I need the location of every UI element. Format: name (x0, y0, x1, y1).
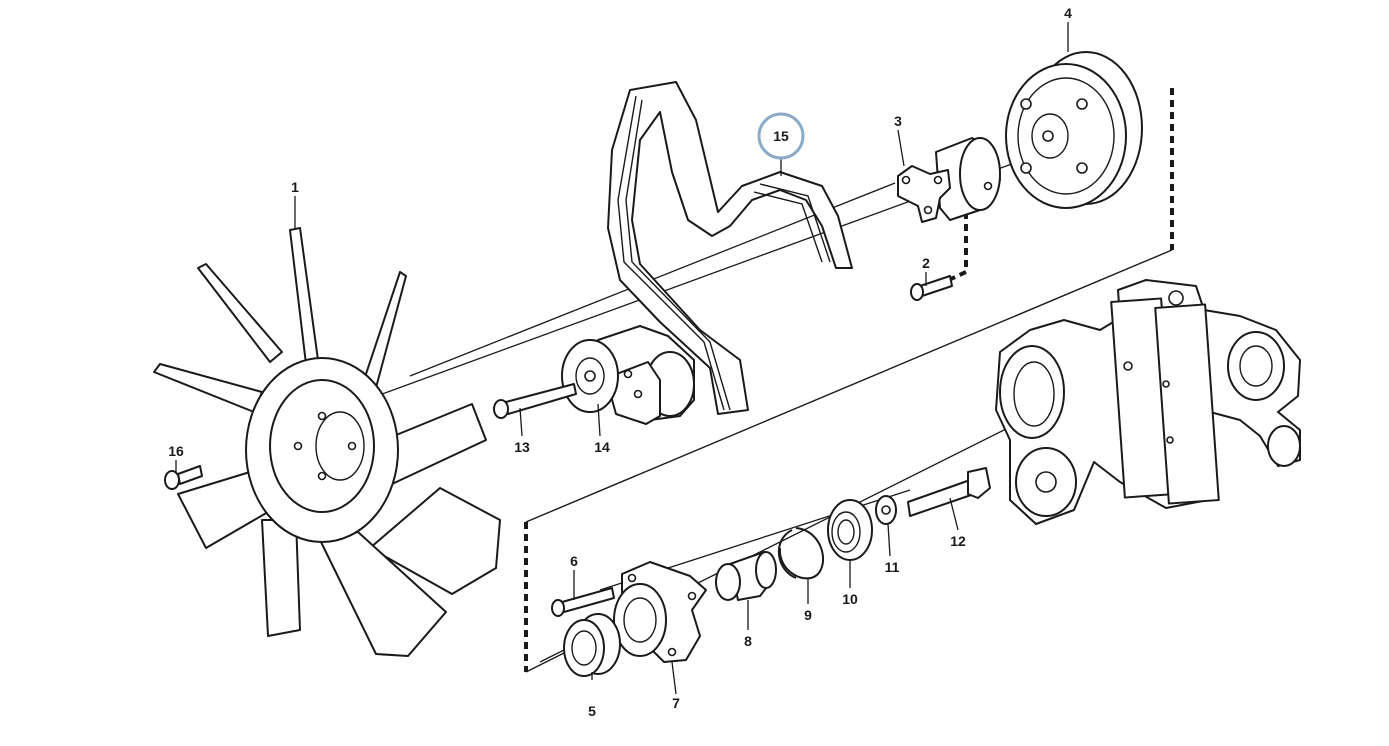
long-bolt (907, 467, 991, 517)
bearing-5 (563, 613, 621, 677)
fan (153, 227, 501, 657)
tensioner-bolt (493, 383, 577, 419)
callout-4: 4 (1064, 5, 1072, 21)
callout-3: 3 (894, 113, 902, 129)
poly-v-belt (607, 81, 853, 415)
water-pump-housing (995, 279, 1301, 525)
washer (875, 495, 897, 525)
callout-14: 14 (594, 439, 610, 455)
crank-pulley (1005, 51, 1143, 209)
callouts: 1 2 3 4 5 6 7 8 9 10 11 12 13 14 15 16 (168, 5, 1072, 719)
callout-9: 9 (804, 607, 812, 623)
bearing-10 (827, 499, 873, 561)
callout-1: 1 (291, 179, 299, 195)
callout-10: 10 (842, 591, 858, 607)
spacer (715, 551, 777, 601)
callout-7: 7 (672, 695, 680, 711)
snap-ring (777, 527, 824, 580)
callout-15-highlight-ring (757, 112, 805, 160)
assembly-boundary (524, 88, 1174, 673)
fan-hub (613, 561, 707, 663)
callout-12: 12 (950, 533, 966, 549)
callout-16: 16 (168, 443, 184, 459)
callout-13: 13 (514, 439, 530, 455)
belt-tensioner (561, 325, 695, 425)
callout-8: 8 (744, 633, 752, 649)
hub-bolt (551, 587, 615, 617)
pulley-hub (897, 137, 1001, 223)
callout-2: 2 (922, 255, 930, 271)
callout-5: 5 (588, 703, 596, 719)
fan-bolt (164, 465, 203, 490)
leader-lines (175, 22, 1069, 695)
callout-15[interactable]: 15 (773, 128, 789, 144)
callout-11: 11 (885, 559, 900, 575)
pulley-bolt (910, 275, 953, 301)
callout-6: 6 (570, 553, 578, 569)
